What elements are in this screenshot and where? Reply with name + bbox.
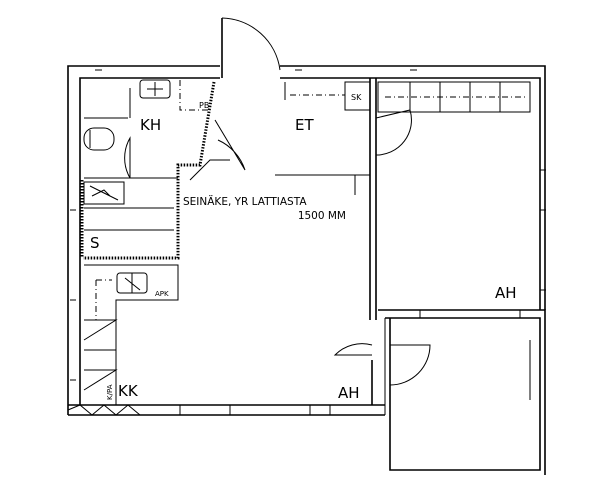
room-label-entrance: ET <box>295 116 314 134</box>
kitchen <box>83 264 179 405</box>
sauna <box>80 180 174 258</box>
room-label-living-room: AH <box>338 384 360 402</box>
balcony <box>378 309 546 475</box>
room-label-sauna: S <box>90 234 100 252</box>
fixture-label-kpa: K/PA <box>106 384 114 400</box>
fixture-label-apk: APK <box>155 290 169 298</box>
interior-wall <box>333 78 412 405</box>
room-label-bedroom: AH <box>495 284 517 302</box>
wall-note-line2: 1500 MM <box>298 210 346 222</box>
closets <box>377 81 531 113</box>
wall-note-line1: SEINÄKE, YR LATTIASTA <box>183 195 307 208</box>
room-label-bathroom: KH <box>140 116 161 134</box>
fixture-label-pb: PB <box>199 101 209 110</box>
cabinet-label: SK <box>351 93 362 102</box>
room-label-kitchen: KK <box>118 382 139 400</box>
outer-walls <box>67 65 546 416</box>
bathroom-walls <box>83 79 246 260</box>
entrance-door <box>221 17 281 78</box>
wall-outlets <box>70 69 546 381</box>
